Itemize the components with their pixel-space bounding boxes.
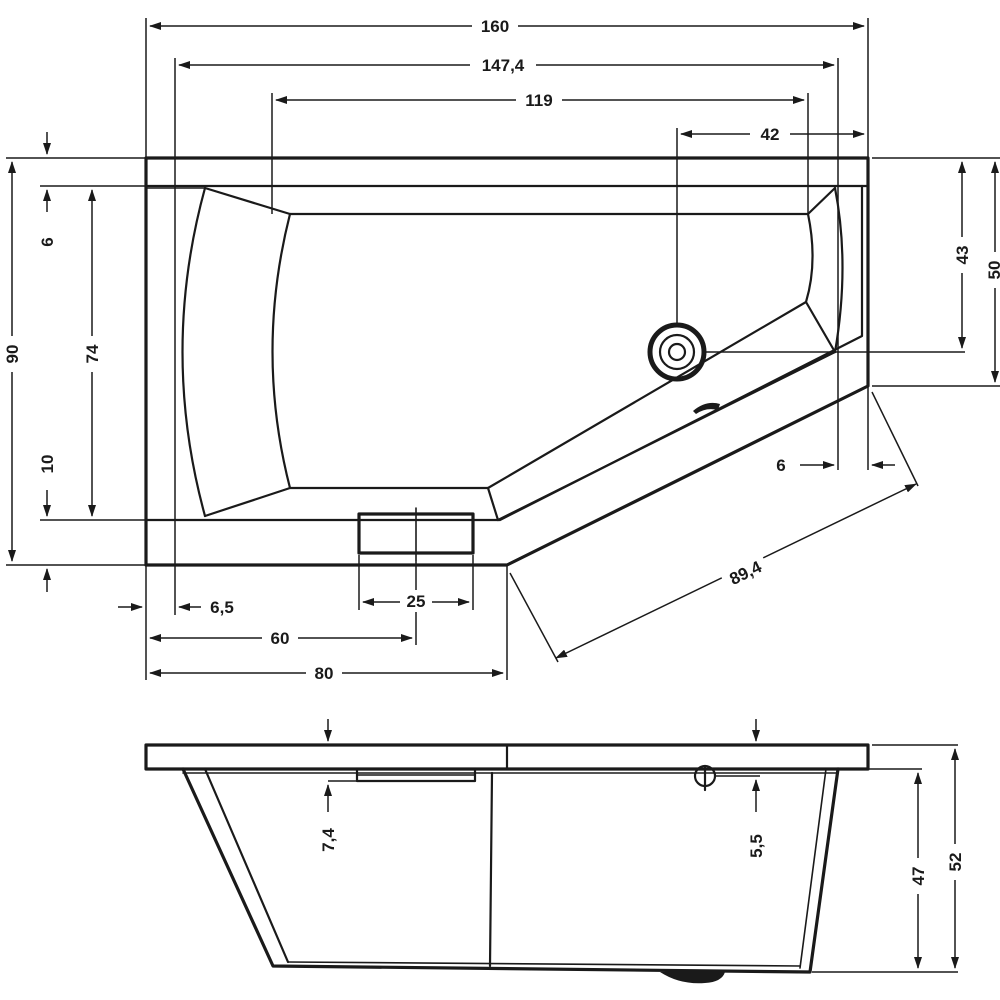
basin-diagonal-outer xyxy=(496,350,837,522)
label-80: 80 xyxy=(315,664,334,683)
side-extension-lines xyxy=(328,744,958,973)
label-74: 74 xyxy=(83,344,102,363)
side-view xyxy=(144,743,870,984)
side-body-right-inner xyxy=(799,768,827,969)
top-extension-lines xyxy=(6,18,1000,680)
side-body-bottom-inner xyxy=(287,961,801,967)
side-dimension-labels: 7,4 5,5 47 52 xyxy=(319,828,966,894)
side-body-seam xyxy=(488,771,494,968)
drain-outer xyxy=(647,322,707,382)
label-52: 52 xyxy=(946,853,965,872)
top-dimension-lines xyxy=(8,22,999,677)
side-drain-foot xyxy=(660,972,725,984)
label-6-right: 6 xyxy=(776,456,785,475)
basin-bottom-right xyxy=(804,212,837,354)
tub-rim-inner xyxy=(144,184,864,522)
side-dimension-lines xyxy=(324,719,959,969)
drain-mid xyxy=(658,333,696,371)
label-160: 160 xyxy=(481,17,509,36)
label-5-5: 5,5 xyxy=(747,834,766,858)
top-dimension-labels: 160 147,4 119 42 90 74 6 10 43 50 6 89,4… xyxy=(2,14,1000,683)
basin-bottom xyxy=(271,212,500,522)
side-body xyxy=(181,767,840,974)
drain-inner xyxy=(667,342,687,362)
label-10-front: 10 xyxy=(38,455,57,474)
basin-left-curve xyxy=(181,186,207,518)
overflow-slot xyxy=(693,402,720,414)
top-view xyxy=(144,156,870,567)
label-7-4: 7,4 xyxy=(319,828,338,852)
label-6-back: 6 xyxy=(38,237,57,246)
label-43: 43 xyxy=(953,246,972,265)
basin-outer xyxy=(203,186,837,216)
label-90: 90 xyxy=(3,345,22,364)
label-119: 119 xyxy=(525,91,552,110)
label-47: 47 xyxy=(909,867,928,886)
basin-diagonal-inner xyxy=(486,300,808,490)
tub-outer-contour xyxy=(144,156,870,567)
label-50: 50 xyxy=(985,261,1000,280)
label-6-5: 6,5 xyxy=(210,598,234,617)
side-body-left-inner xyxy=(203,767,290,964)
basin-bottom-left-join xyxy=(203,486,292,518)
label-147: 147,4 xyxy=(482,56,525,75)
label-60: 60 xyxy=(271,629,290,648)
label-42: 42 xyxy=(761,125,780,144)
label-25: 25 xyxy=(407,592,426,611)
